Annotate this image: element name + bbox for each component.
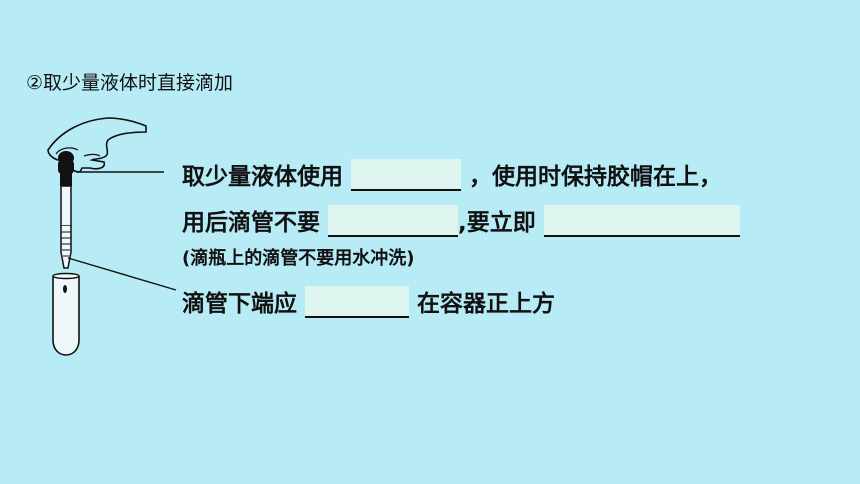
instruction-line-2: 用后滴管不要 ,要立即: [182, 203, 740, 237]
line2-text-a: 用后滴管不要: [182, 210, 320, 236]
answer-blank-3[interactable]: [543, 205, 740, 237]
line4-text-a: 滴管下端应: [182, 291, 297, 317]
instruction-line-4: 滴管下端应 在容器正上方: [182, 284, 555, 318]
instruction-line-3: (滴瓶上的滴管不要用水冲洗): [182, 248, 415, 269]
line1-text-b: ，使用时保持胶帽在上，: [469, 164, 723, 190]
line4-text-b: 在容器正上方: [417, 291, 556, 317]
test-tube: [52, 272, 80, 356]
dropper-bulb: [58, 151, 74, 186]
leader-line-tip: [67, 257, 177, 291]
instruction-line-1: 取少量液体使用 ，使用时保持胶帽在上，: [182, 157, 722, 191]
line2-text-b: ,要立即: [458, 210, 536, 236]
answer-blank-4[interactable]: [305, 286, 410, 318]
answer-blank-1[interactable]: [351, 159, 462, 191]
section-heading: ②取少量液体时直接滴加: [26, 72, 234, 94]
dropper-tube: [60, 185, 72, 269]
answer-blank-2[interactable]: [328, 205, 459, 237]
line1-text-a: 取少量液体使用: [182, 164, 343, 190]
